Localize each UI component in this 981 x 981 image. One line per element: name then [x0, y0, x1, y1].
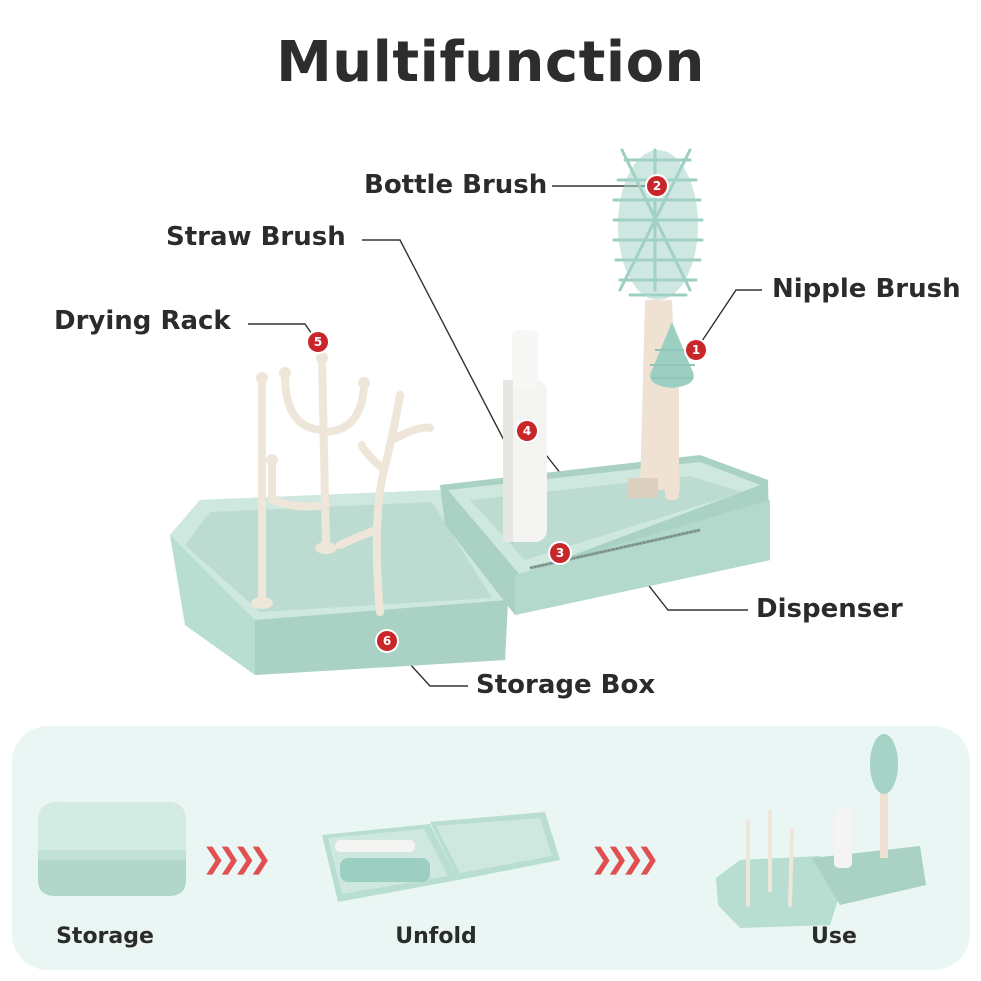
label-bottle-brush: Bottle Brush — [364, 170, 548, 200]
drying-rack — [258, 356, 434, 616]
label-nipple-brush: Nipple Brush — [772, 274, 961, 304]
label-dispenser: Dispenser — [756, 594, 903, 624]
badge-nipple-brush: 1 — [686, 340, 706, 360]
step-unfold-box-image — [322, 812, 560, 902]
drying-rack-caps — [251, 352, 370, 609]
arrow-storage-to-unfold-icon: ❯❯❯❯ — [202, 842, 272, 875]
badge-straw-brush: 3 — [550, 543, 570, 563]
dispenser-bottle — [503, 330, 547, 542]
nipple-brush — [650, 322, 695, 500]
label-drying-rack: Drying Rack — [54, 306, 231, 336]
step-label-use: Use — [811, 924, 857, 949]
label-storage-box: Storage Box — [476, 670, 656, 700]
arrow-unfold-to-use-icon: ❯❯❯❯ — [590, 842, 660, 875]
step-use-image — [716, 734, 926, 928]
badge-bottle-brush: 2 — [647, 176, 667, 196]
badge-drying-rack: 5 — [308, 332, 328, 352]
badge-dispenser: 4 — [517, 421, 537, 441]
label-straw-brush: Straw Brush — [166, 222, 346, 252]
step-label-storage: Storage — [56, 924, 154, 949]
step-label-unfold: Unfold — [395, 924, 477, 949]
badge-storage-box: 6 — [377, 631, 397, 651]
step-storage-box-image — [38, 802, 186, 896]
leader-line-nipple-brush — [699, 289, 762, 345]
page-title: Multifunction — [276, 30, 705, 95]
